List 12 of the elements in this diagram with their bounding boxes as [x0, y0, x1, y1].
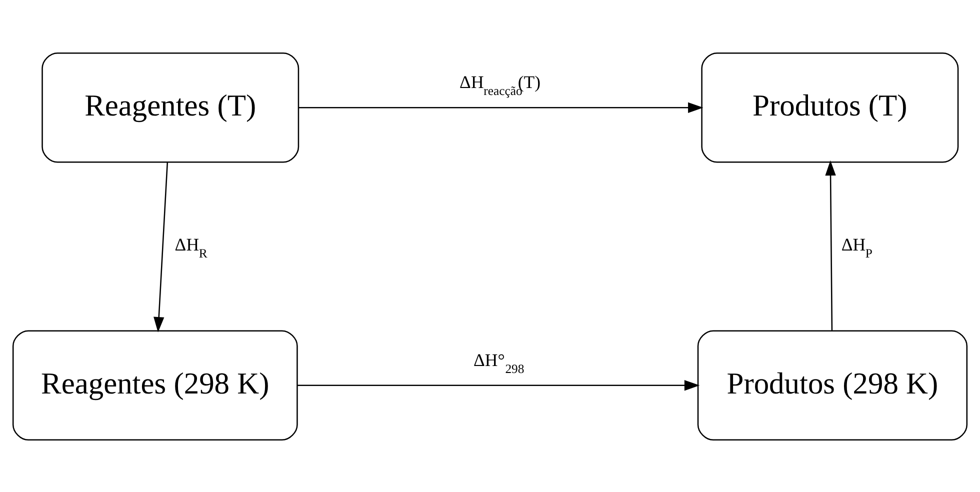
arrow [298, 380, 700, 390]
arrow [825, 160, 836, 330]
edge-label: ΔH$_{reacção}$(T) [460, 72, 541, 98]
node-box: Produtos (298 K) [697, 330, 968, 440]
node-box: Reagentes (298 K) [12, 330, 298, 440]
edge-label: ΔH$_{R}$ [174, 234, 208, 260]
edge-label: ΔH$_{P}$ [841, 234, 872, 260]
edge-label: ΔH°$_{298}$ [474, 349, 524, 376]
arrow [154, 162, 168, 332]
arrow [298, 102, 704, 112]
node-box: Produtos (T) [701, 52, 959, 162]
node-box: Reagentes (T) [42, 52, 300, 162]
